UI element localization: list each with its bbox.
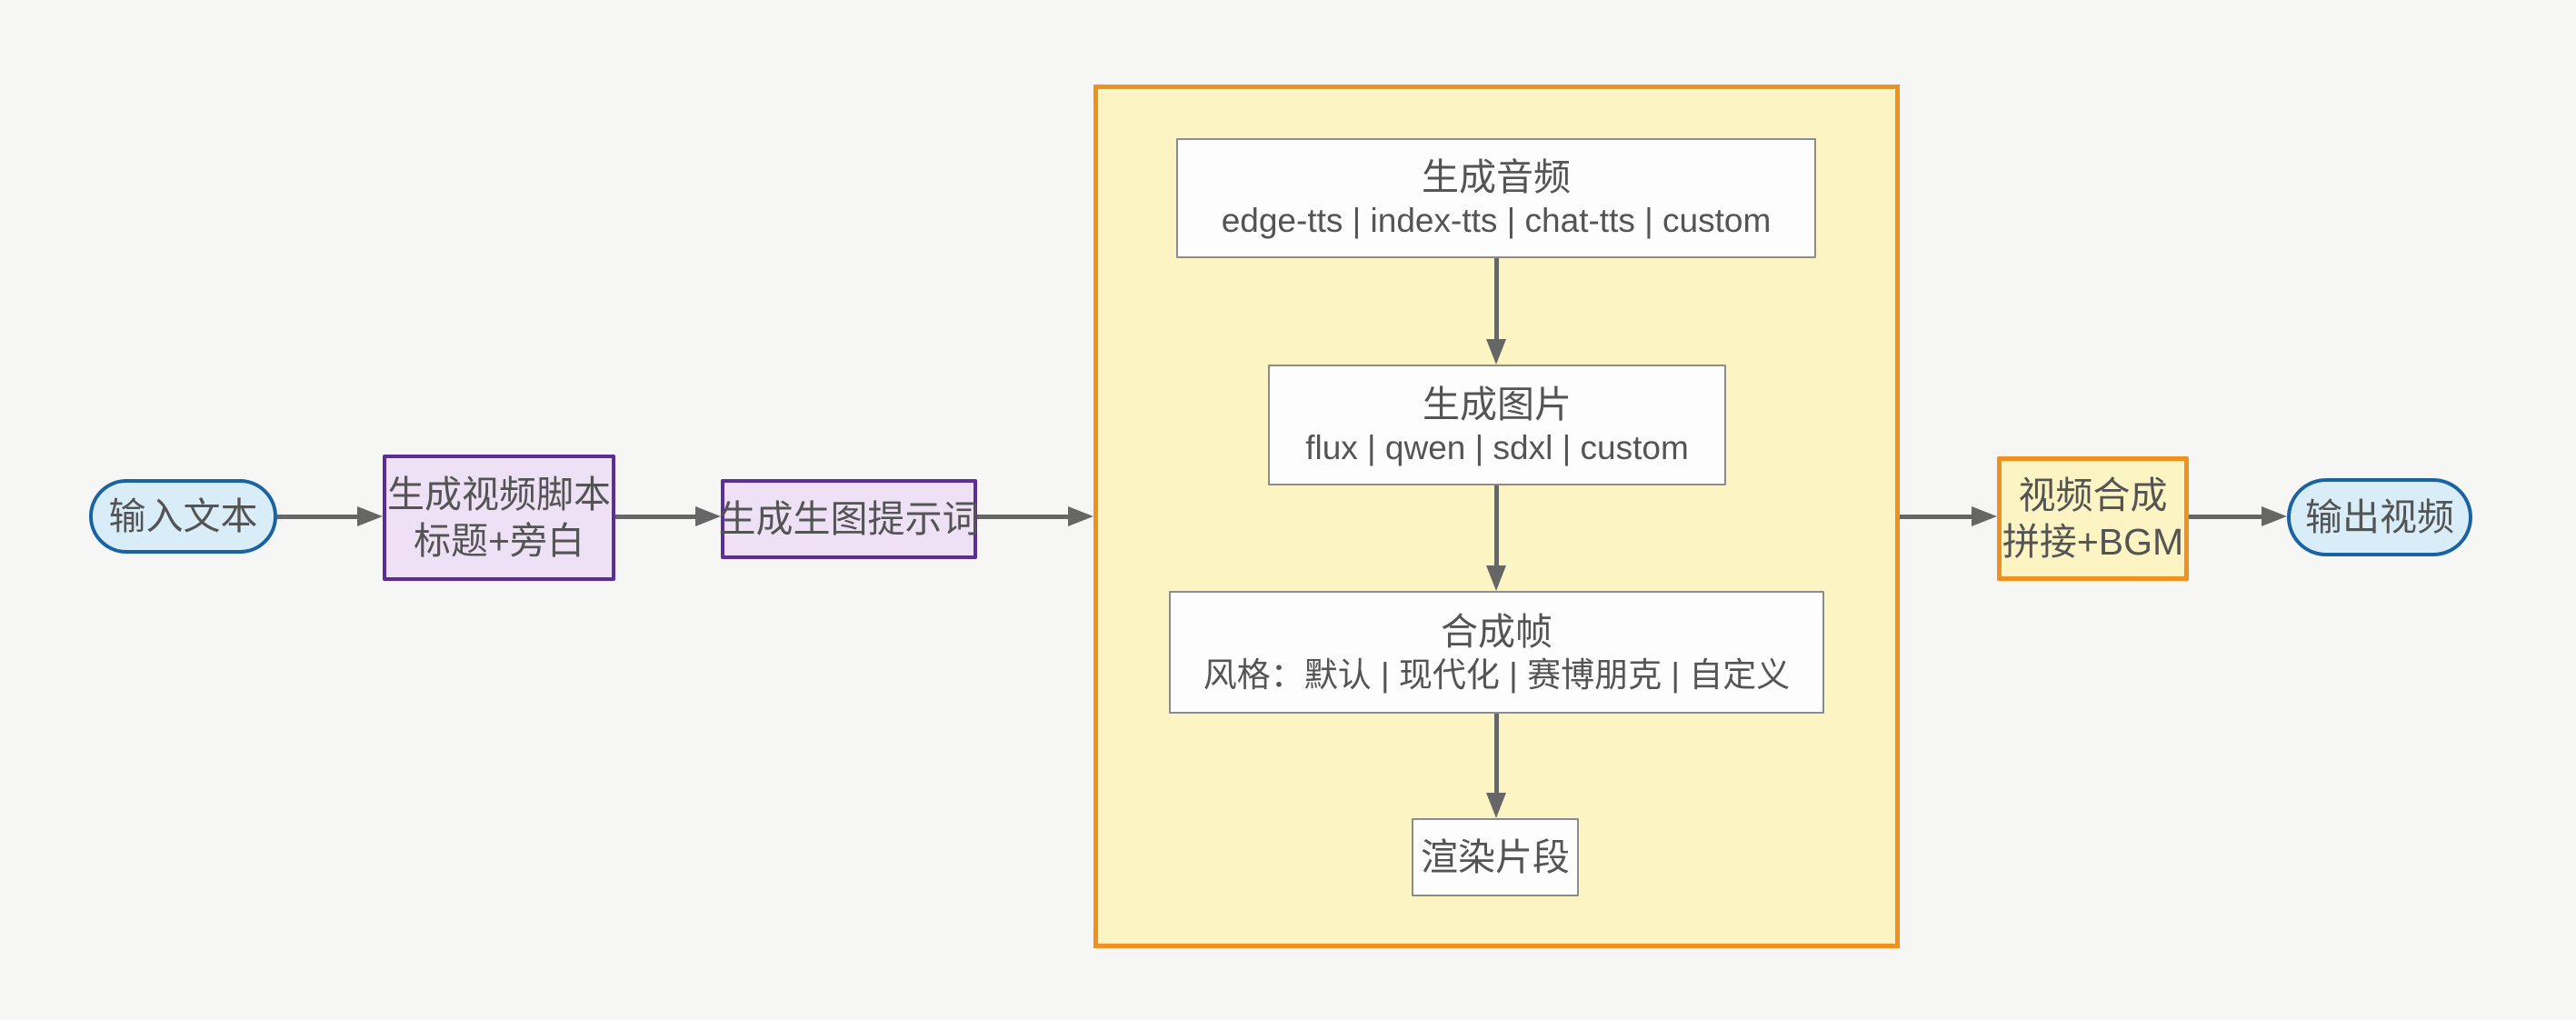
node-generate-audio-line2: edge-tts | index-tts | chat-tts | custom [1221, 202, 1772, 240]
arrowhead-down-icon [1486, 565, 1506, 591]
node-generate-image-prompt: 生成生图提示词 [718, 479, 980, 559]
arrow-shaft [615, 514, 695, 519]
arrow-shaft [277, 514, 357, 519]
node-generate-audio: 生成音频 edge-tts | index-tts | chat-tts | c… [1176, 138, 1816, 258]
arrow-prompt-to-group [977, 505, 1093, 527]
arrow-shaft [977, 514, 1068, 519]
node-output-video-label: 输出视频 [2305, 495, 2454, 538]
arrowhead-down-icon [1486, 339, 1506, 365]
node-generate-image-prompt-label: 生成生图提示词 [718, 497, 980, 540]
arrowhead-right-icon [357, 506, 383, 526]
node-generate-image-line1: 生成图片 [1423, 383, 1572, 425]
arrowhead-right-icon [2261, 506, 2287, 526]
arrow-shaft [2189, 514, 2261, 519]
arrow-shaft [1900, 514, 1972, 519]
arrow-image-to-frame [1485, 485, 1507, 591]
node-compose-frame-line1: 合成帧 [1441, 610, 1553, 653]
arrow-shaft [1493, 714, 1499, 793]
arrowhead-right-icon [1972, 506, 1997, 526]
node-generate-audio-line1: 生成音频 [1422, 156, 1571, 199]
arrowhead-down-icon [1486, 793, 1506, 818]
node-output-video: 输出视频 [2287, 478, 2472, 556]
arrow-frame-to-render [1485, 714, 1507, 818]
node-compose-frame-line2: 风格：默认 | 现代化 | 赛博朋克 | 自定义 [1203, 655, 1791, 694]
node-generate-script: 生成视频脚本 标题+旁白 [383, 455, 615, 581]
node-generate-script-line2: 标题+旁白 [414, 519, 584, 562]
arrow-shaft [1493, 258, 1499, 339]
node-generate-image: 生成图片 flux | qwen | sdxl | custom [1268, 365, 1726, 485]
arrow-input-to-script [277, 505, 383, 527]
arrow-group-to-compose [1900, 505, 1997, 527]
node-compose-frame: 合成帧 风格：默认 | 现代化 | 赛博朋克 | 自定义 [1169, 591, 1824, 714]
arrow-audio-to-image [1485, 258, 1507, 365]
arrowhead-right-icon [1068, 506, 1093, 526]
node-video-compose-line2: 拼接+BGM [2002, 520, 2184, 563]
node-render-clip: 渲染片段 [1412, 818, 1579, 896]
arrow-shaft [1493, 485, 1499, 565]
node-input-text-label: 输入文本 [108, 495, 258, 537]
node-render-clip-label: 渲染片段 [1421, 835, 1570, 878]
node-video-compose-line1: 视频合成 [2018, 475, 2168, 517]
arrow-script-to-prompt [615, 505, 721, 527]
arrowhead-right-icon [695, 506, 721, 526]
arrow-compose-to-output [2189, 505, 2287, 527]
node-generate-script-line1: 生成视频脚本 [387, 474, 611, 516]
node-input-text: 输入文本 [89, 479, 277, 554]
node-video-compose: 视频合成 拼接+BGM [1997, 456, 2189, 581]
node-generate-image-line2: flux | qwen | sdxl | custom [1305, 428, 1689, 466]
